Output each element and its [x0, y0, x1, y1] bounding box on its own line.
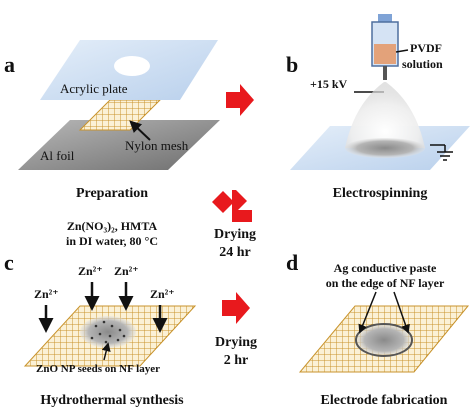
- panel-c: Zn(NO₃)₂, HMTA in DI water, 80 °C c Zn²⁺…: [4, 219, 197, 408]
- syringe-needle: [383, 66, 387, 80]
- deposition-spot: [345, 138, 425, 158]
- panel-letter-a: a: [4, 52, 15, 77]
- zno-seed-pointer: [101, 342, 111, 361]
- nf-layer-disk: [356, 324, 412, 356]
- ag-paste-label-1: Ag conductive paste: [334, 261, 437, 275]
- ag-paste-label-2: on the edge of NF layer: [326, 276, 445, 290]
- syringe-solution: [374, 44, 396, 64]
- panel-letter-c: c: [4, 250, 14, 275]
- zn-ion-arrows: [38, 282, 168, 333]
- drying-1-line1: Drying: [214, 227, 256, 242]
- panel-d-caption: Electrode fabrication: [321, 393, 448, 408]
- ag-paste-pointer-right: [393, 291, 410, 334]
- zn-ion-label: Zn²⁺: [150, 287, 175, 301]
- zno-seed-region: [80, 316, 136, 348]
- hydrothermal-conditions-1: Zn(NO₃)₂, HMTA: [67, 219, 158, 233]
- acrylic-plate-hole: [114, 56, 150, 76]
- panel-d: d Ag conductive paste on the edge of NF …: [286, 250, 470, 408]
- zn-ion-label: Zn²⁺: [78, 264, 103, 278]
- ag-paste-edge: [355, 323, 413, 357]
- arrow-c-to-d: [222, 292, 250, 324]
- arrow-b-to-c: [212, 190, 252, 222]
- hydrothermal-conditions-2: in DI water, 80 °C: [66, 234, 158, 248]
- zn-ion-label: Zn²⁺: [34, 287, 59, 301]
- voltage-label: +15 kV: [310, 77, 348, 91]
- electrospray-cloud: [345, 82, 425, 148]
- panel-c-caption: Hydrothermal synthesis: [40, 393, 184, 408]
- drying-2-line2: 2 hr: [224, 353, 249, 368]
- panel-letter-b: b: [286, 52, 298, 77]
- panel-letter-d: d: [286, 250, 298, 275]
- pvdf-pointer: [395, 49, 409, 53]
- panel-a-caption: Preparation: [76, 186, 148, 201]
- ag-paste-pointer-left: [358, 291, 377, 334]
- pvdf-label: PVDF: [410, 41, 442, 55]
- drying-2-line1: Drying: [215, 335, 257, 350]
- acrylic-plate-label: Acrylic plate: [60, 81, 128, 96]
- panel-b: b PVDF solution +15 kV Electrospinning: [286, 14, 470, 201]
- al-foil-label: Al foil: [40, 148, 75, 163]
- pvdf-label-2: solution: [402, 57, 443, 71]
- panel-b-caption: Electrospinning: [333, 186, 428, 201]
- zno-seed-label: ZnO NP seeds on NF layer: [36, 363, 160, 375]
- drying-1-line2: 24 hr: [219, 245, 251, 260]
- nylon-mesh-label: Nylon mesh: [125, 138, 189, 153]
- panel-a: a Al foil Nylon mesh Acrylic plate Prepa…: [4, 40, 220, 201]
- arrow-a-to-b: [226, 84, 254, 116]
- zn-ion-label: Zn²⁺: [114, 264, 139, 278]
- syringe-plunger: [378, 14, 392, 22]
- nylon-mesh-pointer: [129, 120, 151, 141]
- al-foil: [18, 120, 220, 170]
